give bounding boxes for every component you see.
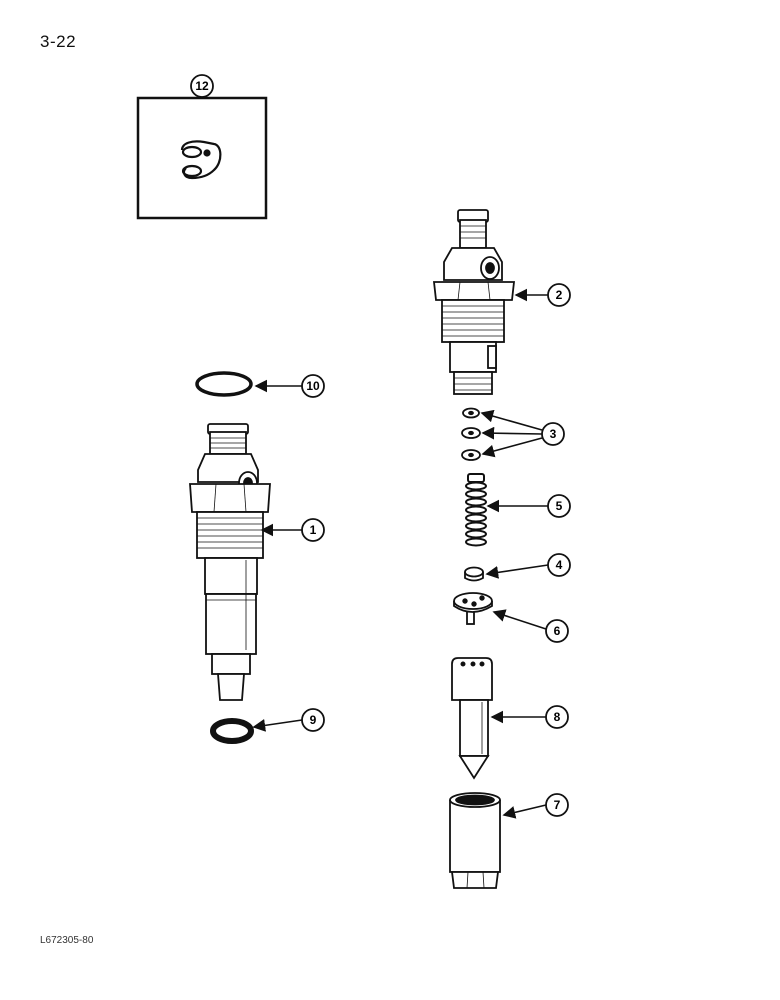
leader-line-9 bbox=[252, 719, 303, 732]
callout-1: 1 bbox=[301, 518, 325, 542]
nozzle-nut-part bbox=[449, 792, 501, 889]
leader-line-3c bbox=[481, 437, 543, 458]
callout-7: 7 bbox=[545, 793, 569, 817]
callout-3: 3 bbox=[541, 422, 565, 446]
callout-4: 4 bbox=[547, 553, 571, 577]
leader-line-4 bbox=[485, 564, 549, 579]
leader-line-3b bbox=[481, 426, 543, 440]
figure-code: L672305-80 bbox=[40, 935, 94, 946]
clip-bracket-part bbox=[180, 140, 222, 180]
callout-12: 12 bbox=[190, 74, 214, 98]
callout-3-label: 3 bbox=[550, 427, 557, 441]
nozzle-holder-body-part bbox=[432, 209, 516, 395]
page-number: 3-22 bbox=[40, 32, 77, 51]
spring-seat-part bbox=[464, 566, 484, 582]
callout-9-label: 9 bbox=[310, 713, 317, 727]
callout-7-label: 7 bbox=[554, 798, 561, 812]
washer-part bbox=[210, 718, 254, 744]
callout-8-label: 8 bbox=[554, 710, 561, 724]
shims-part bbox=[461, 407, 481, 461]
leader-line-3a bbox=[480, 409, 543, 431]
leader-line-7 bbox=[502, 804, 547, 819]
leader-lines bbox=[201, 96, 549, 819]
callout-2-label: 2 bbox=[556, 288, 563, 302]
spring-part bbox=[465, 473, 487, 547]
callout-5: 5 bbox=[547, 494, 571, 518]
o-ring-part bbox=[195, 371, 253, 397]
callouts: 12 2 10 3 5 1 4 6 bbox=[190, 74, 571, 817]
callout-4-label: 4 bbox=[556, 558, 563, 572]
callout-5-label: 5 bbox=[556, 499, 563, 513]
callout-10: 10 bbox=[301, 374, 325, 398]
callout-6-label: 6 bbox=[554, 624, 561, 638]
leader-line-6 bbox=[492, 609, 547, 630]
callout-6: 6 bbox=[545, 619, 569, 643]
nozzle-part bbox=[451, 657, 493, 780]
intermediate-plate-part bbox=[453, 592, 493, 625]
callout-9: 9 bbox=[301, 708, 325, 732]
callout-1-label: 1 bbox=[310, 523, 317, 537]
inset-box-12 bbox=[136, 96, 268, 220]
callout-10-label: 10 bbox=[306, 379, 320, 393]
callout-8: 8 bbox=[545, 705, 569, 729]
injector-assembly-part bbox=[189, 423, 271, 701]
callout-12-label: 12 bbox=[195, 79, 209, 93]
callout-2: 2 bbox=[547, 283, 571, 307]
